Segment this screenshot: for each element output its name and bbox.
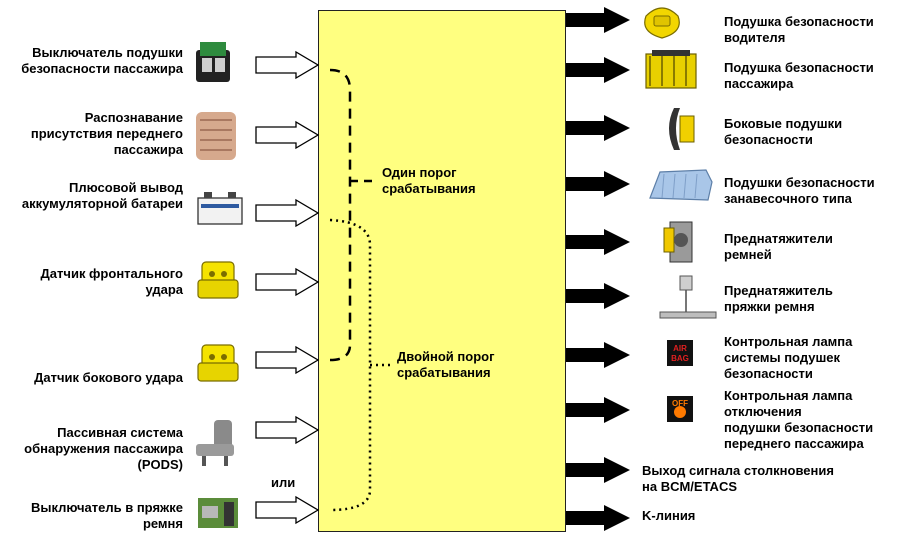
input-arrow bbox=[255, 120, 320, 150]
pods-seat-icon bbox=[196, 420, 234, 466]
output-arrow bbox=[566, 457, 630, 483]
driver-airbag-icon bbox=[644, 7, 680, 39]
battery-icon bbox=[197, 192, 243, 225]
output-arrow bbox=[566, 171, 630, 197]
svg-text:BAG: BAG bbox=[671, 354, 689, 363]
passenger-airbag-module-icon bbox=[645, 50, 697, 89]
output-label: K-линия bbox=[642, 508, 696, 523]
buckle-pretensioner-icon bbox=[659, 275, 717, 319]
curtain-airbag-icon bbox=[649, 169, 713, 201]
input-label: Датчик бокового удара bbox=[34, 370, 183, 385]
dual-threshold-bracket bbox=[329, 218, 372, 512]
input-arrow bbox=[255, 345, 320, 375]
airbag-off-lamp-icon: OFF bbox=[667, 396, 693, 422]
seat-occupancy-sensor-icon bbox=[196, 112, 236, 160]
seatbelt-pretensioner-icon bbox=[663, 221, 693, 263]
srs-control-unit-box bbox=[318, 10, 566, 532]
single-threshold-bracket bbox=[329, 68, 352, 362]
output-arrow bbox=[566, 397, 630, 423]
output-arrow bbox=[566, 115, 630, 141]
output-arrow bbox=[566, 57, 630, 83]
output-arrow bbox=[566, 229, 630, 255]
input-arrow bbox=[255, 495, 320, 525]
side-airbag-icon bbox=[669, 108, 695, 150]
buckle-switch-icon bbox=[198, 498, 238, 528]
svg-text:OFF: OFF bbox=[672, 399, 688, 408]
input-arrow bbox=[255, 267, 320, 297]
or-label: или bbox=[271, 475, 296, 490]
input-arrow bbox=[255, 415, 320, 445]
side-impact-sensor-icon bbox=[197, 344, 239, 382]
passenger-airbag-switch-icon bbox=[196, 42, 230, 82]
output-arrow bbox=[566, 342, 630, 368]
output-arrow bbox=[566, 283, 630, 309]
svg-text:AIR: AIR bbox=[673, 344, 687, 353]
front-impact-sensor-icon bbox=[197, 261, 239, 299]
input-arrow bbox=[255, 50, 320, 80]
input-arrow bbox=[255, 198, 320, 228]
output-arrow bbox=[566, 505, 630, 531]
output-arrow bbox=[566, 7, 630, 33]
